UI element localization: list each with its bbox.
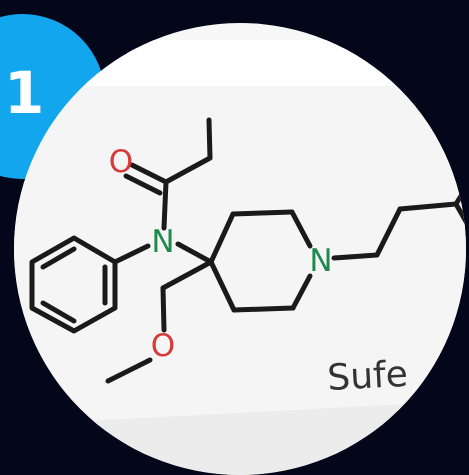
bond-o-methyl: [105, 357, 153, 384]
atom-oxygen-carbonyl: O: [109, 144, 133, 180]
atom-oxygen-ether: O: [151, 328, 175, 364]
bond-chain-5: [453, 201, 466, 227]
bond-ring-1: [208, 211, 236, 265]
bond-chain-1: [331, 252, 380, 261]
bond-ring-6: [208, 259, 237, 313]
structure-card: [14, 40, 466, 475]
card-body: [14, 86, 466, 426]
bond-carbonyl-a: [129, 162, 169, 185]
phenyl-ring: [29, 235, 118, 334]
bond-ring-5: [231, 305, 296, 313]
atom-nitrogen-amide: N: [151, 224, 174, 260]
phenyl-double-2: [40, 300, 77, 324]
bond-lines: [29, 117, 466, 384]
atom-nitrogen-ring: N: [309, 243, 332, 279]
bond-ch2: [160, 259, 214, 291]
bond-ring-2: [230, 209, 295, 217]
bond-carbonyl-b: [123, 173, 163, 196]
structure-diagram: O N N O Sufe: [14, 40, 466, 475]
magnifier-lens: O N N O Sufe: [14, 23, 466, 475]
phenyl-double-3: [40, 246, 77, 270]
bond-n-quaternary: [175, 241, 214, 265]
compound-name-caption: Sufe: [326, 354, 409, 399]
bond-ring-3: [289, 209, 313, 249]
bond-ch2-o: [160, 285, 167, 333]
bond-ring-4: [290, 273, 313, 311]
bond-ethyl-1: [206, 117, 213, 161]
bond-carbonyl-n: [161, 179, 169, 231]
card-bottom-shadow: [14, 400, 466, 475]
bond-chain-3: [397, 201, 459, 212]
bond-chain-2: [374, 206, 403, 258]
bond-chain-4: [453, 182, 466, 207]
bond-ethyl-2: [163, 155, 213, 185]
bond-n-phenyl: [112, 243, 151, 265]
